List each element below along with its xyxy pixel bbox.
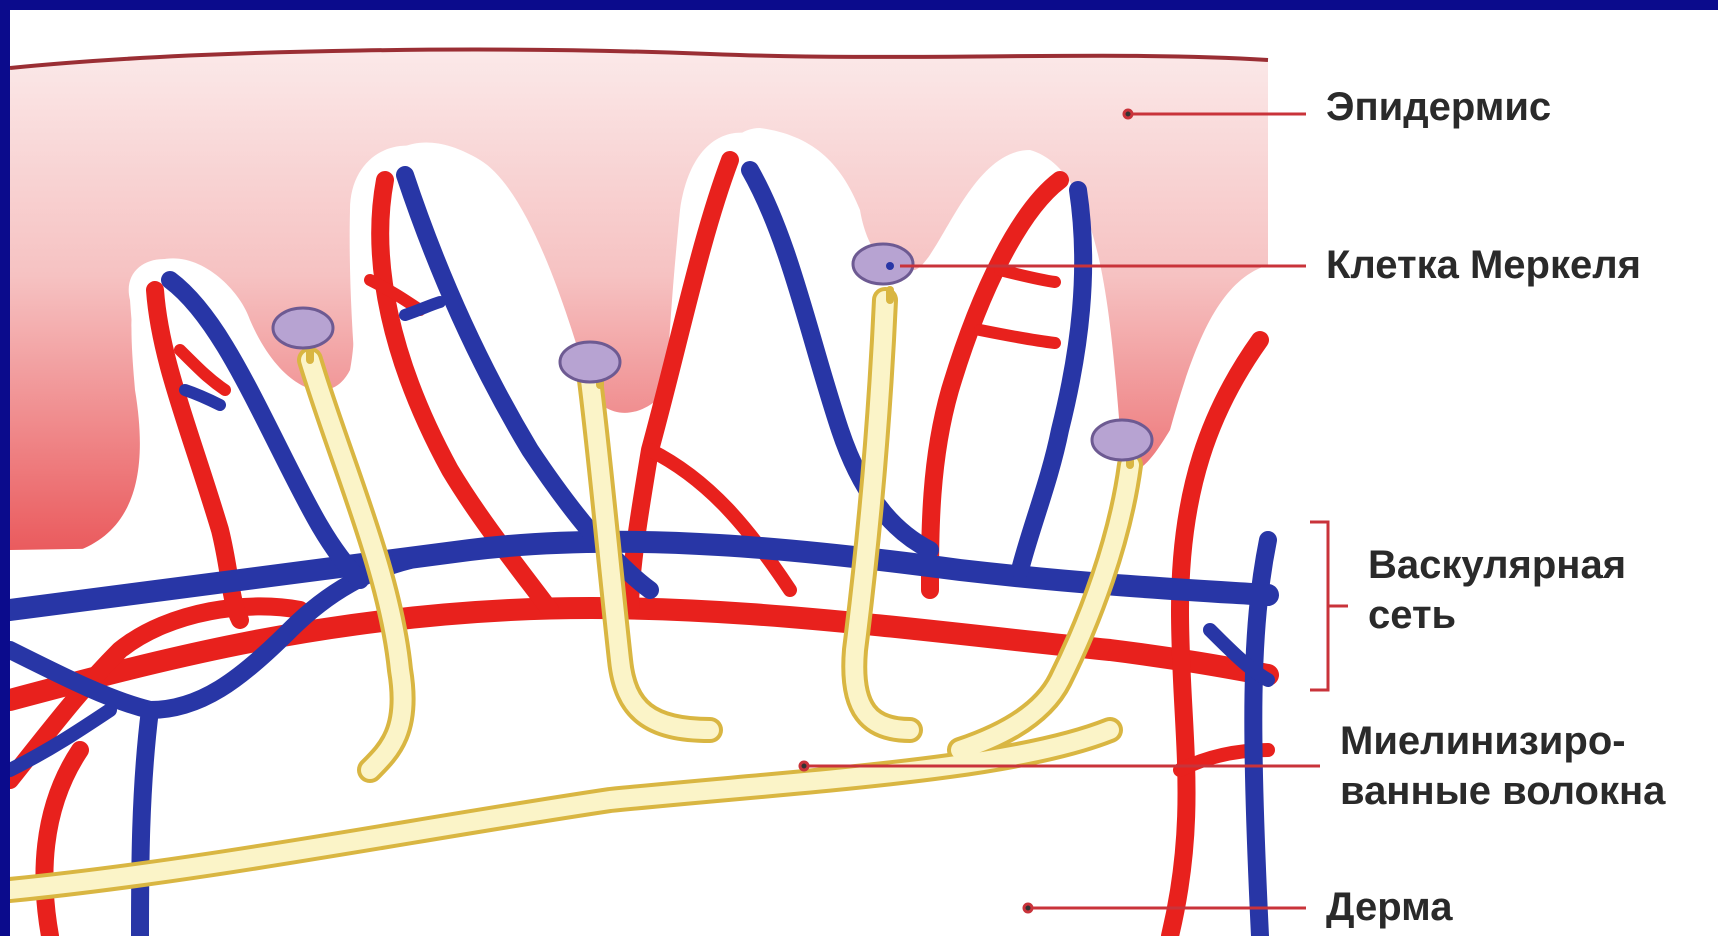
merkel-cell <box>560 342 620 382</box>
label-dermis: Дерма <box>1326 882 1452 932</box>
label-epidermis: Эпидермис <box>1326 82 1551 132</box>
leader-epidermis-dot <box>1124 110 1132 118</box>
merkel-cell <box>1092 420 1152 460</box>
label-vascular-network: Васкулярная сеть <box>1368 540 1626 640</box>
label-merkel-cell: Клетка Меркеля <box>1326 240 1641 290</box>
leader-dermis-dot <box>1024 904 1032 912</box>
label-myelinated-fibers: Миелинизиро- ванные волокна <box>1340 716 1665 816</box>
label-myelin-line2: ванные волокна <box>1340 766 1665 816</box>
label-vascular-line2: сеть <box>1368 590 1626 640</box>
diagram-frame: Эпидермис Клетка Меркеля Васкулярная сет… <box>10 10 1718 936</box>
merkel-cell <box>853 244 913 284</box>
label-vascular-line1: Васкулярная <box>1368 540 1626 590</box>
merkel-cell <box>273 308 333 348</box>
merkel-cell-nucleus <box>886 262 894 270</box>
leader-myelin-dot <box>800 762 808 770</box>
label-myelin-line1: Миелинизиро- <box>1340 716 1665 766</box>
leader-vascular-bracket <box>1310 522 1328 690</box>
